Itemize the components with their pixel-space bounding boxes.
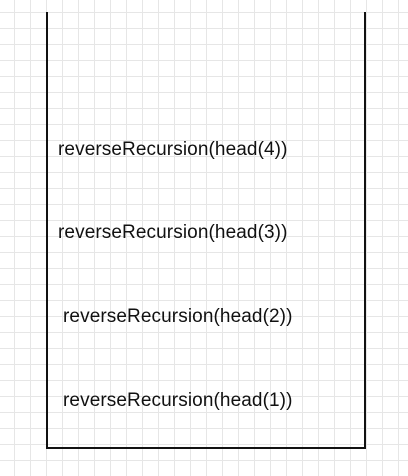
stack-frame-head-3: reverseRecursion(head(3)) xyxy=(58,222,288,243)
stack-frame-head-2: reverseRecursion(head(2)) xyxy=(63,306,293,327)
stack-frame-head-1: reverseRecursion(head(1)) xyxy=(63,390,293,411)
call-stack-container xyxy=(46,12,366,449)
stack-frame-head-4: reverseRecursion(head(4)) xyxy=(58,139,288,160)
